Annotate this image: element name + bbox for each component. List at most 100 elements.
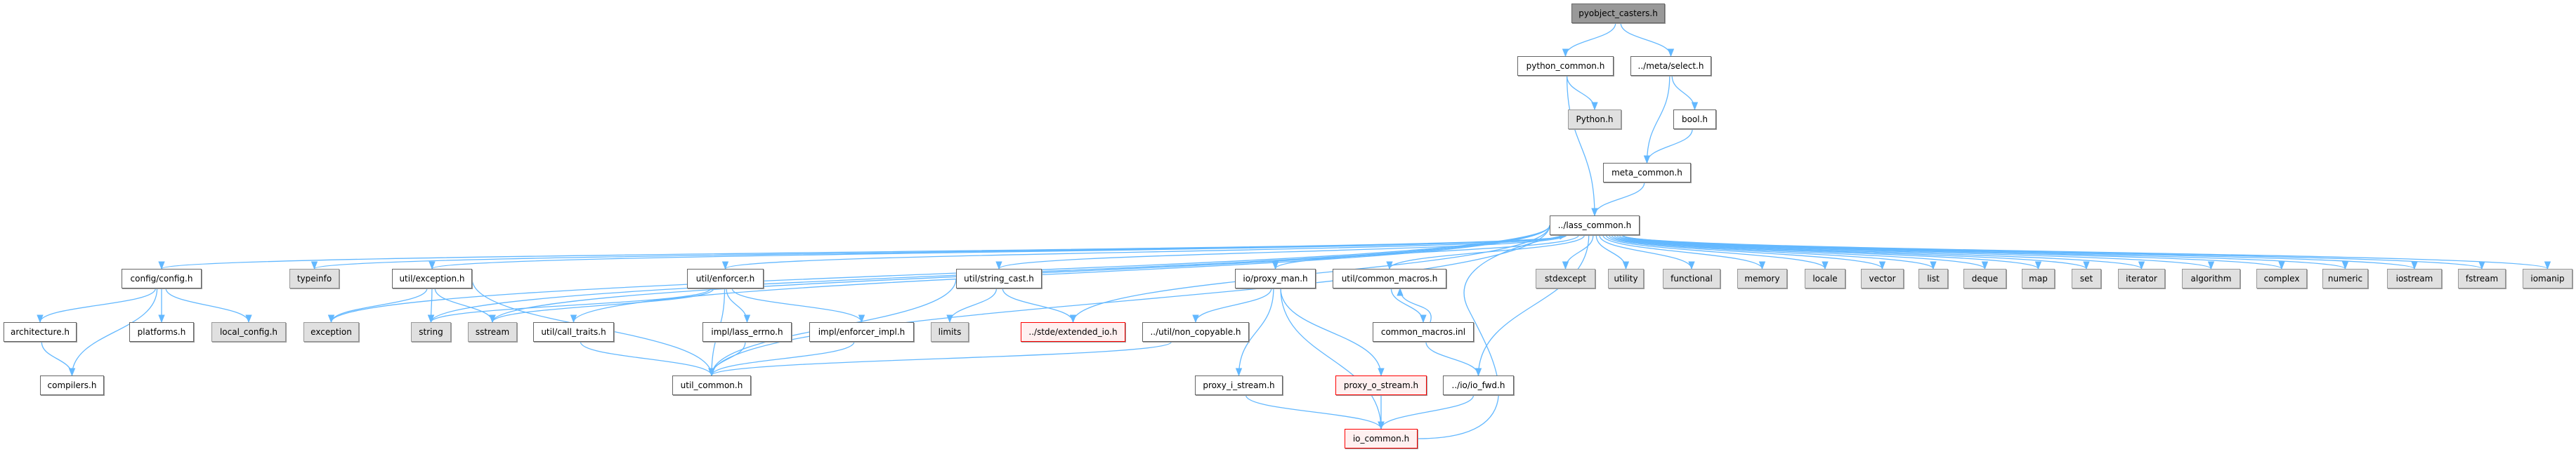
- edge-lass_common-to-string_cast: [995, 234, 1567, 270]
- edge-lass_common-to-config: [159, 234, 1567, 270]
- node-vector: vector: [1861, 269, 1904, 288]
- edge-lass_common-to-complex: [1622, 234, 2285, 270]
- node-lass-errno[interactable]: impl/lass_errno.h: [702, 322, 792, 342]
- edge-io_common-to-lass_common: [1417, 233, 1568, 439]
- edge-python_common-to-lass_common: [1566, 75, 1598, 217]
- node-limits: limits: [931, 322, 969, 342]
- edge-call_traits-to-util_common: [580, 341, 715, 377]
- edge-non_copyable-to-util_common: [708, 341, 1172, 377]
- node-config[interactable]: config/config.h: [122, 269, 202, 288]
- edge-config-to-compilers: [68, 288, 158, 377]
- edge-lass_common-to-io_fwd: [1475, 234, 1590, 377]
- node-numeric: numeric: [2322, 269, 2368, 288]
- edge-util_enforcer-to-sstream: [489, 288, 714, 324]
- node-iomanip: iomanip: [2523, 269, 2572, 288]
- node-pyobject-casters[interactable]: pyobject_casters.h: [1571, 4, 1665, 23]
- node-platforms[interactable]: platforms.h: [129, 322, 194, 342]
- node-non-copyable[interactable]: ../util/non_copyable.h: [1142, 322, 1249, 342]
- node-proxy-i-stream[interactable]: proxy_i_stream.h: [1195, 375, 1283, 395]
- edge-lass_common-to-common_macros_h: [1386, 234, 1586, 270]
- node-functional: functional: [1663, 269, 1720, 288]
- node-utility: utility: [1608, 269, 1644, 288]
- node-memory: memory: [1737, 269, 1787, 288]
- edge-meta_select-to-bool_h: [1671, 75, 1699, 111]
- node-meta-select[interactable]: ../meta/select.h: [1630, 56, 1711, 76]
- node-fstream: fstream: [2458, 269, 2506, 288]
- node-string-cast[interactable]: util/string_cast.h: [956, 269, 1042, 288]
- node-lass-common[interactable]: ../lass_common.h: [1550, 215, 1640, 235]
- node-proxy-o-stream[interactable]: proxy_o_stream.h: [1335, 375, 1427, 395]
- edge-io_fwd-to-io_common: [1378, 394, 1475, 430]
- edge-lass_common-to-utility: [1595, 234, 1630, 270]
- edge-proxy_man-to-non_copyable: [1192, 288, 1272, 324]
- edge-proxy_man-to-proxy_i_stream: [1235, 288, 1274, 377]
- node-compilers[interactable]: compilers.h: [40, 375, 104, 395]
- edge-meta_select-to-meta_common: [1643, 75, 1671, 164]
- node-deque: deque: [1963, 269, 2006, 288]
- node-architecture[interactable]: architecture.h: [4, 322, 77, 342]
- edge-lass_common-to-memory: [1602, 234, 1766, 270]
- node-python-common[interactable]: python_common.h: [1517, 56, 1614, 76]
- edge-pyobject_casters-to-meta_select: [1620, 22, 1675, 58]
- node-util-enforcer[interactable]: util/enforcer.h: [687, 269, 764, 288]
- node-stdexcept: stdexcept: [1536, 269, 1595, 288]
- node-locale: locale: [1805, 269, 1845, 288]
- node-common-macros-inl[interactable]: common_macros.inl: [1373, 322, 1474, 342]
- edge-lass_common-to-util_enforcer: [722, 234, 1567, 270]
- edge-meta_common-to-lass_common: [1591, 182, 1645, 217]
- edge-util_exception-to-string: [427, 288, 435, 324]
- edge-lass_common-to-functional: [1599, 234, 1695, 270]
- node-exception: exception: [303, 322, 359, 342]
- node-io-common[interactable]: io_common.h: [1345, 429, 1418, 448]
- edge-lass_common-to-map: [1616, 234, 2041, 270]
- node-common-macros-h[interactable]: util/common_macros.h: [1333, 269, 1446, 288]
- edge-python_common-to-python_h: [1566, 75, 1598, 111]
- node-iterator: iterator: [2118, 269, 2165, 288]
- edge-lass_common-to-proxy_man: [1272, 234, 1579, 270]
- edge-bool_h-to-meta_common: [1643, 128, 1693, 164]
- node-proxy-man[interactable]: io/proxy_man.h: [1235, 269, 1316, 288]
- edge-common_macros_inl-to-common_macros_h: [1397, 287, 1432, 323]
- node-util-exception[interactable]: util/exception.h: [392, 269, 472, 288]
- edge-lass_common-to-iomanip: [1622, 234, 2551, 270]
- node-bool-h[interactable]: bool.h: [1673, 109, 1716, 129]
- node-iostream: iostream: [2387, 269, 2442, 288]
- edge-util_enforcer-to-string: [427, 288, 712, 324]
- node-call-traits[interactable]: util/call_traits.h: [533, 322, 614, 342]
- node-algorithm: algorithm: [2182, 269, 2240, 288]
- edge-string_cast-to-extended_io: [1002, 288, 1077, 324]
- edge-config-to-architecture: [37, 288, 156, 324]
- edge-proxy_man-to-io_common: [1280, 288, 1385, 430]
- edge-common_macros_inl-to-io_fwd: [1425, 341, 1482, 377]
- edge-lass_common-to-stdexcept: [1562, 234, 1594, 270]
- edge-common_macros_h-to-common_macros_inl: [1390, 288, 1427, 324]
- node-string: string: [411, 322, 451, 342]
- edge-lass_common-to-vector: [1608, 234, 1886, 270]
- node-sstream: sstream: [468, 322, 517, 342]
- edge-lass_common-to-locale: [1605, 234, 1829, 270]
- edge-pyobject_casters-to-python_common: [1562, 22, 1616, 58]
- edge-enforcer_impl-to-util_common: [708, 341, 855, 377]
- edge-util_exception-to-exception: [327, 288, 428, 324]
- node-io-fwd[interactable]: ../io/io_fwd.h: [1443, 375, 1514, 395]
- edge-lass_common-to-numeric: [1622, 234, 2348, 270]
- edge-architecture-to-compilers: [41, 341, 76, 377]
- edge-lass_common-to-set: [1619, 234, 2090, 270]
- node-python-h: Python.h: [1568, 109, 1621, 129]
- edge-string_cast-to-limits: [946, 288, 998, 324]
- edge-proxy_i_stream-to-io_common: [1245, 394, 1385, 430]
- node-enforcer-impl[interactable]: impl/enforcer_impl.h: [809, 322, 914, 342]
- node-extended-io[interactable]: ../stde/extended_io.h: [1021, 322, 1125, 342]
- node-complex: complex: [2256, 269, 2307, 288]
- edge-config-to-local_config: [165, 288, 252, 324]
- node-util-common[interactable]: util_common.h: [672, 375, 751, 395]
- edge-lass_common-to-iterator: [1621, 234, 2145, 270]
- edge-lass_common-to-typeinfo: [311, 234, 1567, 270]
- edge-lass_common-to-deque: [1614, 234, 1988, 270]
- node-map: map: [2022, 269, 2055, 288]
- node-local-config: local_config.h: [211, 322, 286, 342]
- node-set: set: [2072, 269, 2101, 288]
- node-meta-common[interactable]: meta_common.h: [1603, 163, 1691, 182]
